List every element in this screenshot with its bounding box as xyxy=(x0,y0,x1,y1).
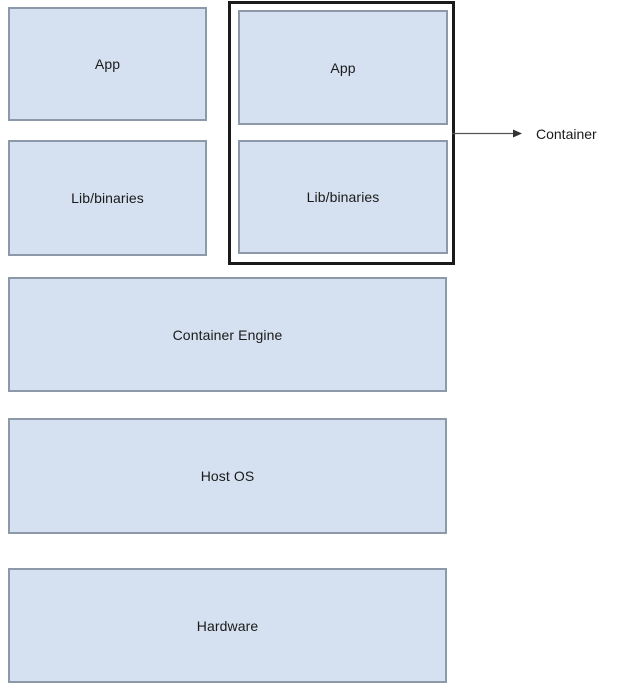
container-callout: Container xyxy=(452,118,644,150)
app-box-left-label: App xyxy=(94,56,121,72)
lib-binaries-box-in-container-label: Lib/binaries xyxy=(306,189,380,205)
container-engine-box[interactable]: Container Engine xyxy=(8,277,447,392)
host-os-box-label: Host OS xyxy=(200,468,255,484)
host-os-box[interactable]: Host OS xyxy=(8,418,447,534)
app-box-left[interactable]: App xyxy=(8,7,207,121)
lib-binaries-box-in-container[interactable]: Lib/binaries xyxy=(238,140,448,254)
app-box-in-container-label: App xyxy=(330,59,356,76)
container-group-inner-border xyxy=(231,4,452,262)
lib-binaries-box-left-label: Lib/binaries xyxy=(71,190,144,206)
container-callout-label: Container xyxy=(536,126,597,142)
hardware-box[interactable]: Hardware xyxy=(8,568,447,683)
arrow-right-icon xyxy=(452,129,522,138)
lib-binaries-box-left[interactable]: Lib/binaries xyxy=(8,140,207,256)
container-engine-box-label: Container Engine xyxy=(172,326,283,343)
app-box-in-container[interactable]: App xyxy=(238,10,448,125)
hardware-box-label: Hardware xyxy=(196,617,259,634)
